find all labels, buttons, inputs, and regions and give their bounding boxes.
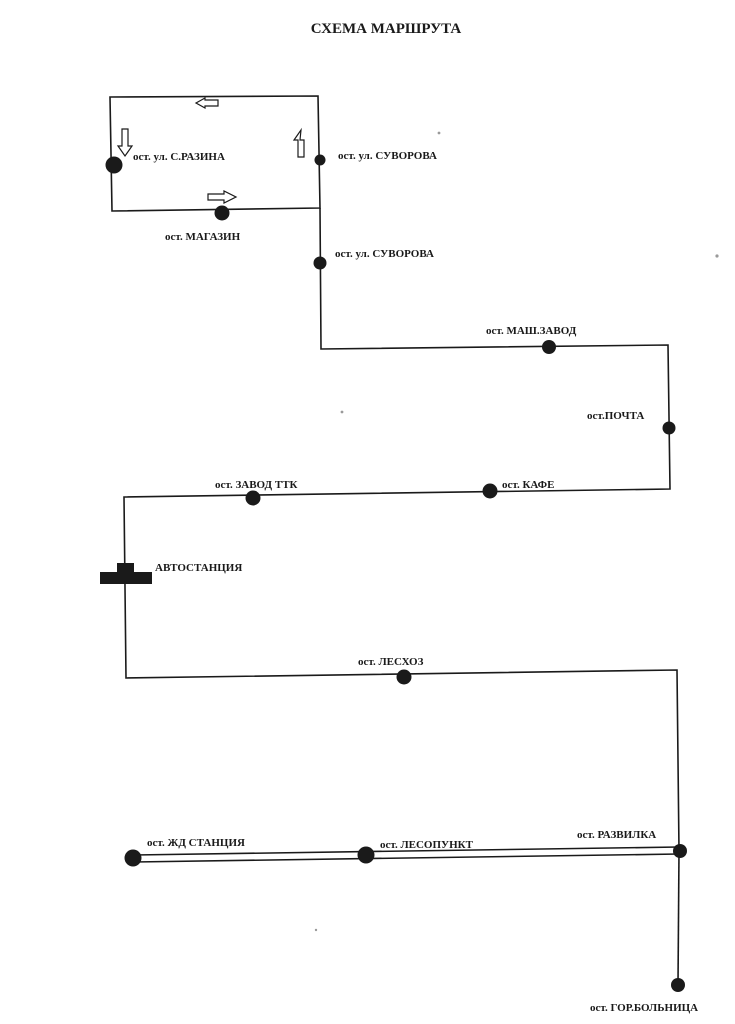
route-double-line-top [133,846,680,856]
stop-dot-kafe [482,483,498,499]
route-main-path [123,207,680,852]
stop-label-zavod-ttk: ост. ЗАВОД ТТК [215,479,298,491]
arrow-up-icon [292,127,305,158]
stop-dot-razvilka [673,844,687,858]
stop-label-pochta: ост.ПОЧТА [587,410,644,422]
stop-dot-razina [105,156,123,174]
stop-dot-suvorova-1 [314,154,326,166]
scan-speck [715,254,719,258]
stop-label-magazin: ост. МАГАЗИН [165,231,241,243]
stop-dot-zavod-ttk [245,490,261,506]
stop-dot-magazin [214,205,230,221]
stop-label-avtostantsiya: АВТОСТАНЦИЯ [155,562,242,574]
stop-dot-lesopunkt [357,846,375,864]
scan-speck [314,928,318,932]
stop-label-razvilka: ост. РАЗВИЛКА [577,829,656,841]
stop-label-suvorova-2: ост. ул. СУВОРОВА [335,248,434,260]
bus-station-marker-base [100,572,152,584]
stop-label-mash-zavod: ост. МАШ.ЗАВОД [486,325,577,337]
stop-dot-gor-bolnitsa [671,978,685,992]
stop-dot-suvorova-2 [313,256,327,270]
diagram-title: СХЕМА МАРШРУТА [311,21,462,37]
stop-dot-zhd-stantsiya [124,849,142,867]
bus-station-marker-top [117,563,134,573]
scan-speck [340,410,344,414]
route-branch-hospital [677,850,680,986]
stop-label-suvorova-1: ост. ул. СУВОРОВА [338,150,437,162]
stop-label-lesopunkt: ост. ЛЕСОПУНКТ [380,839,474,851]
arrow-right-icon [207,190,238,204]
stop-label-zhd-stantsiya: ост. ЖД СТАНЦИЯ [147,837,245,849]
stop-dot-pochta [662,421,676,435]
arrow-down-icon [116,128,134,158]
stop-label-kafe: ост. КАФЕ [502,479,554,491]
scan-speck [437,131,441,135]
stop-label-razina: ост. ул. С.РАЗИНА [133,151,225,163]
route-double-line-bottom [133,853,680,863]
arrow-left-icon [194,96,219,110]
stop-label-gor-bolnitsa: ост. ГОР.БОЛЬНИЦА [590,1002,698,1014]
stop-label-leskhoz: ост. ЛЕСХОЗ [358,656,424,668]
stop-dot-mash-zavod [542,340,556,354]
stop-dot-leskhoz [396,669,412,685]
